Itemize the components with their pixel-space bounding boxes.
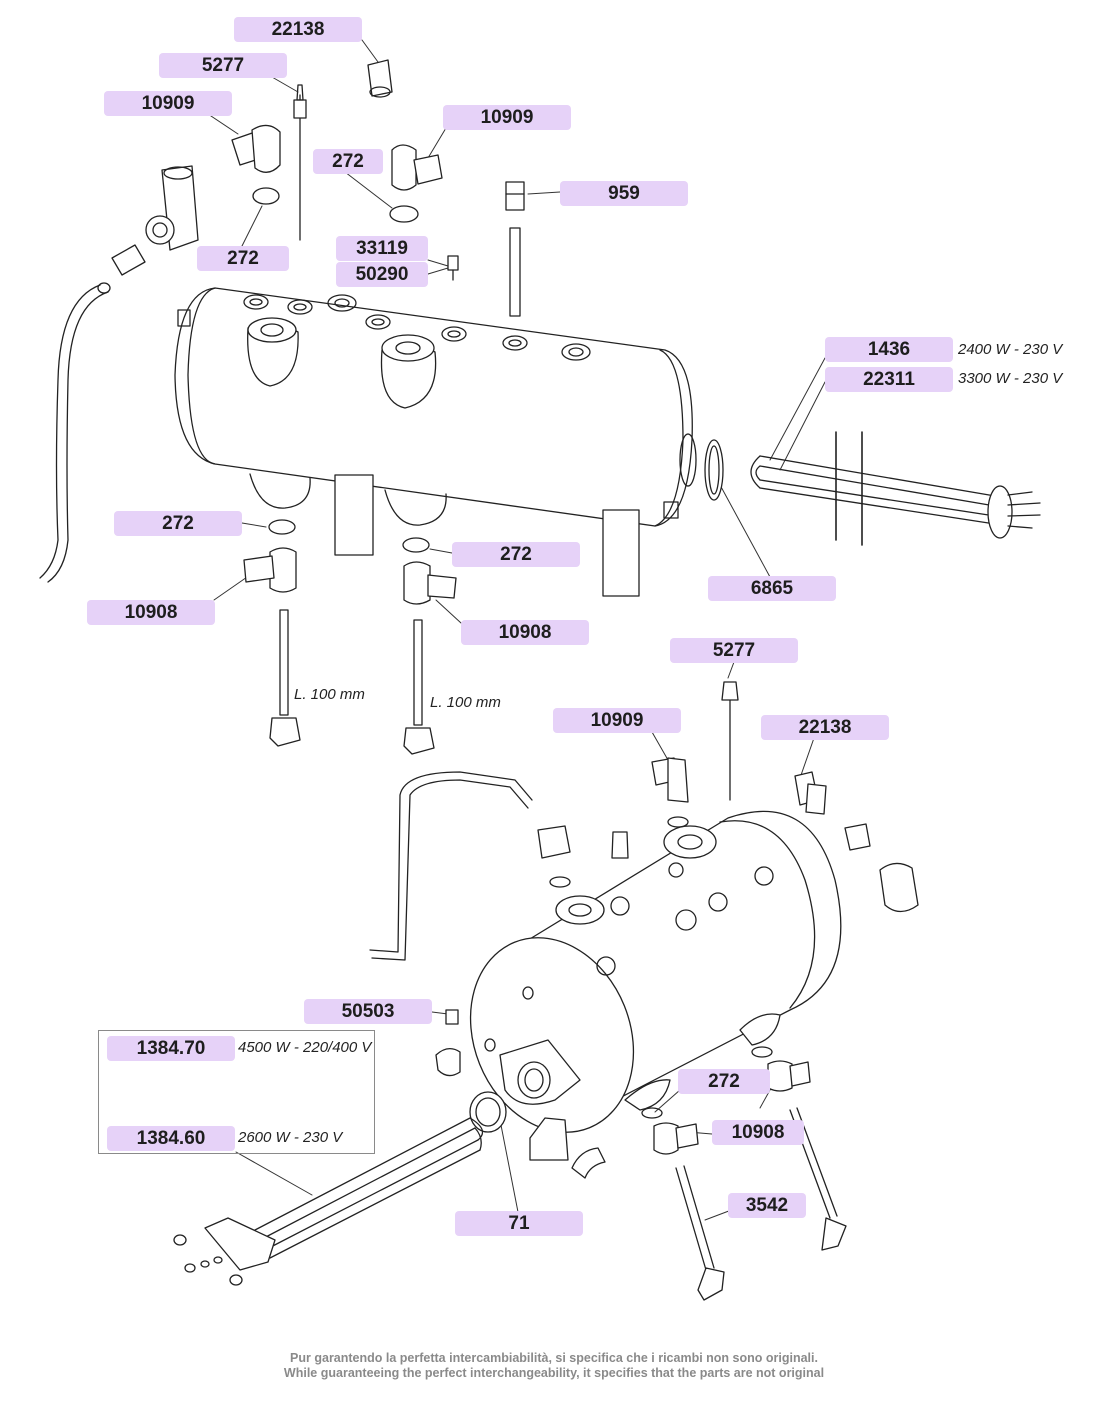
part-label-10908-bottom: 10908 bbox=[712, 1120, 804, 1145]
part-label-33119: 33119 bbox=[336, 236, 428, 261]
part-label-50503: 50503 bbox=[304, 999, 432, 1024]
part-label-272-top-a: 272 bbox=[313, 149, 383, 174]
part-label-10909-bottom: 10909 bbox=[553, 708, 681, 733]
length-note-left: L. 100 mm bbox=[294, 686, 365, 703]
leader-lines-bottom bbox=[235, 661, 815, 1221]
fittings-top bbox=[39, 59, 525, 583]
lower-fittings-top bbox=[243, 519, 457, 755]
spec-1384-60: 2600 W - 230 V bbox=[238, 1129, 343, 1146]
heating-element-top bbox=[704, 431, 1041, 546]
boiler-tank-top bbox=[174, 287, 697, 597]
part-label-22311: 22311 bbox=[825, 367, 953, 392]
part-label-10909-top-right: 10909 bbox=[443, 105, 571, 130]
part-label-272-bottom: 272 bbox=[678, 1069, 770, 1094]
part-label-10908-top-left: 10908 bbox=[87, 600, 215, 625]
part-label-1384-70: 1384.70 bbox=[107, 1036, 235, 1061]
part-label-50290: 50290 bbox=[336, 262, 428, 287]
spec-22311: 3300 W - 230 V bbox=[958, 370, 1063, 387]
leader-lines-top bbox=[207, 39, 826, 624]
part-label-22138-bottom: 22138 bbox=[761, 715, 889, 740]
part-label-10908-top-right: 10908 bbox=[461, 620, 589, 645]
part-label-5277-top: 5277 bbox=[159, 53, 287, 78]
spec-1384-70: 4500 W - 220/400 V bbox=[238, 1039, 372, 1056]
part-label-6865: 6865 bbox=[708, 576, 836, 601]
part-label-272-top-d: 272 bbox=[452, 542, 580, 567]
part-label-3542: 3542 bbox=[728, 1193, 806, 1218]
part-label-5277-bottom: 5277 bbox=[670, 638, 798, 663]
part-label-71: 71 bbox=[455, 1211, 583, 1236]
length-note-right: L. 100 mm bbox=[430, 694, 501, 711]
disclaimer-english: While guaranteeing the perfect interchan… bbox=[283, 1366, 825, 1380]
part-label-22138-top: 22138 bbox=[234, 17, 362, 42]
part-label-10909-top-left: 10909 bbox=[104, 91, 232, 116]
spec-1436: 2400 W - 230 V bbox=[958, 341, 1063, 358]
heating-element-legend-box bbox=[98, 1030, 375, 1154]
boiler-tank-bottom bbox=[469, 810, 842, 1161]
part-label-272-top-c: 272 bbox=[114, 511, 242, 536]
part-label-1436: 1436 bbox=[825, 337, 953, 362]
part-label-272-top-b: 272 bbox=[197, 246, 289, 271]
part-label-1384-60: 1384.60 bbox=[107, 1126, 235, 1151]
part-label-959: 959 bbox=[560, 181, 688, 206]
disclaimer-italian: Pur garantendo la perfetta intercambiabi… bbox=[290, 1351, 818, 1365]
